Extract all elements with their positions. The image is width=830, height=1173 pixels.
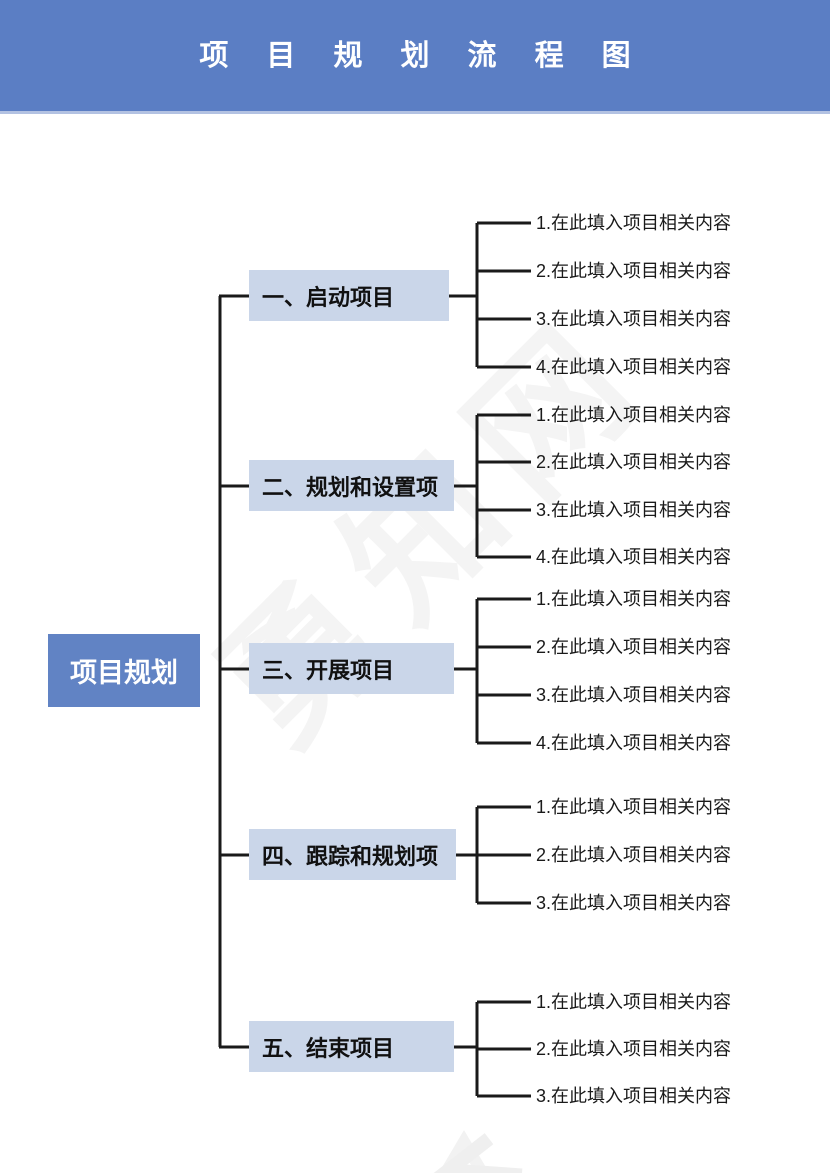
leaf-item: 2.在此填入项目相关内容 xyxy=(536,1039,732,1059)
leaf-item: 4.在此填入项目相关内容 xyxy=(536,733,732,753)
root-node: 项目规划 xyxy=(48,634,200,707)
leaf-item: 4.在此填入项目相关内容 xyxy=(536,357,732,377)
leaf-item: 1.在此填入项目相关内容 xyxy=(536,992,732,1012)
leaf-item: 3.在此填入项目相关内容 xyxy=(536,1086,732,1106)
leaf-item: 1.在此填入项目相关内容 xyxy=(536,405,732,425)
leaf-item: 4.在此填入项目相关内容 xyxy=(536,547,732,567)
branch-box: 四、跟踪和规划项 xyxy=(249,829,456,880)
leaf-item: 3.在此填入项目相关内容 xyxy=(536,500,732,520)
leaf-item: 1.在此填入项目相关内容 xyxy=(536,797,732,817)
leaf-item: 1.在此填入项目相关内容 xyxy=(536,589,732,609)
leaf-item: 2.在此填入项目相关内容 xyxy=(536,845,732,865)
leaf-item: 2.在此填入项目相关内容 xyxy=(536,637,732,657)
branch-box: 三、开展项目 xyxy=(249,643,454,694)
branch-box: 五、结束项目 xyxy=(249,1021,454,1072)
leaf-item: 3.在此填入项目相关内容 xyxy=(536,309,732,329)
page-title: 项 目 规 划 流 程 图 xyxy=(199,40,646,72)
leaf-item: 1.在此填入项目相关内容 xyxy=(536,213,732,233)
branch-box: 二、规划和设置项 xyxy=(249,460,454,511)
header-banner: 项 目 规 划 流 程 图 xyxy=(0,0,830,114)
branch-box: 一、启动项目 xyxy=(249,270,449,321)
leaf-item: 3.在此填入项目相关内容 xyxy=(536,893,732,913)
leaf-item: 2.在此填入项目相关内容 xyxy=(536,261,732,281)
leaf-item: 2.在此填入项目相关内容 xyxy=(536,452,732,472)
leaf-item: 3.在此填入项目相关内容 xyxy=(536,685,732,705)
